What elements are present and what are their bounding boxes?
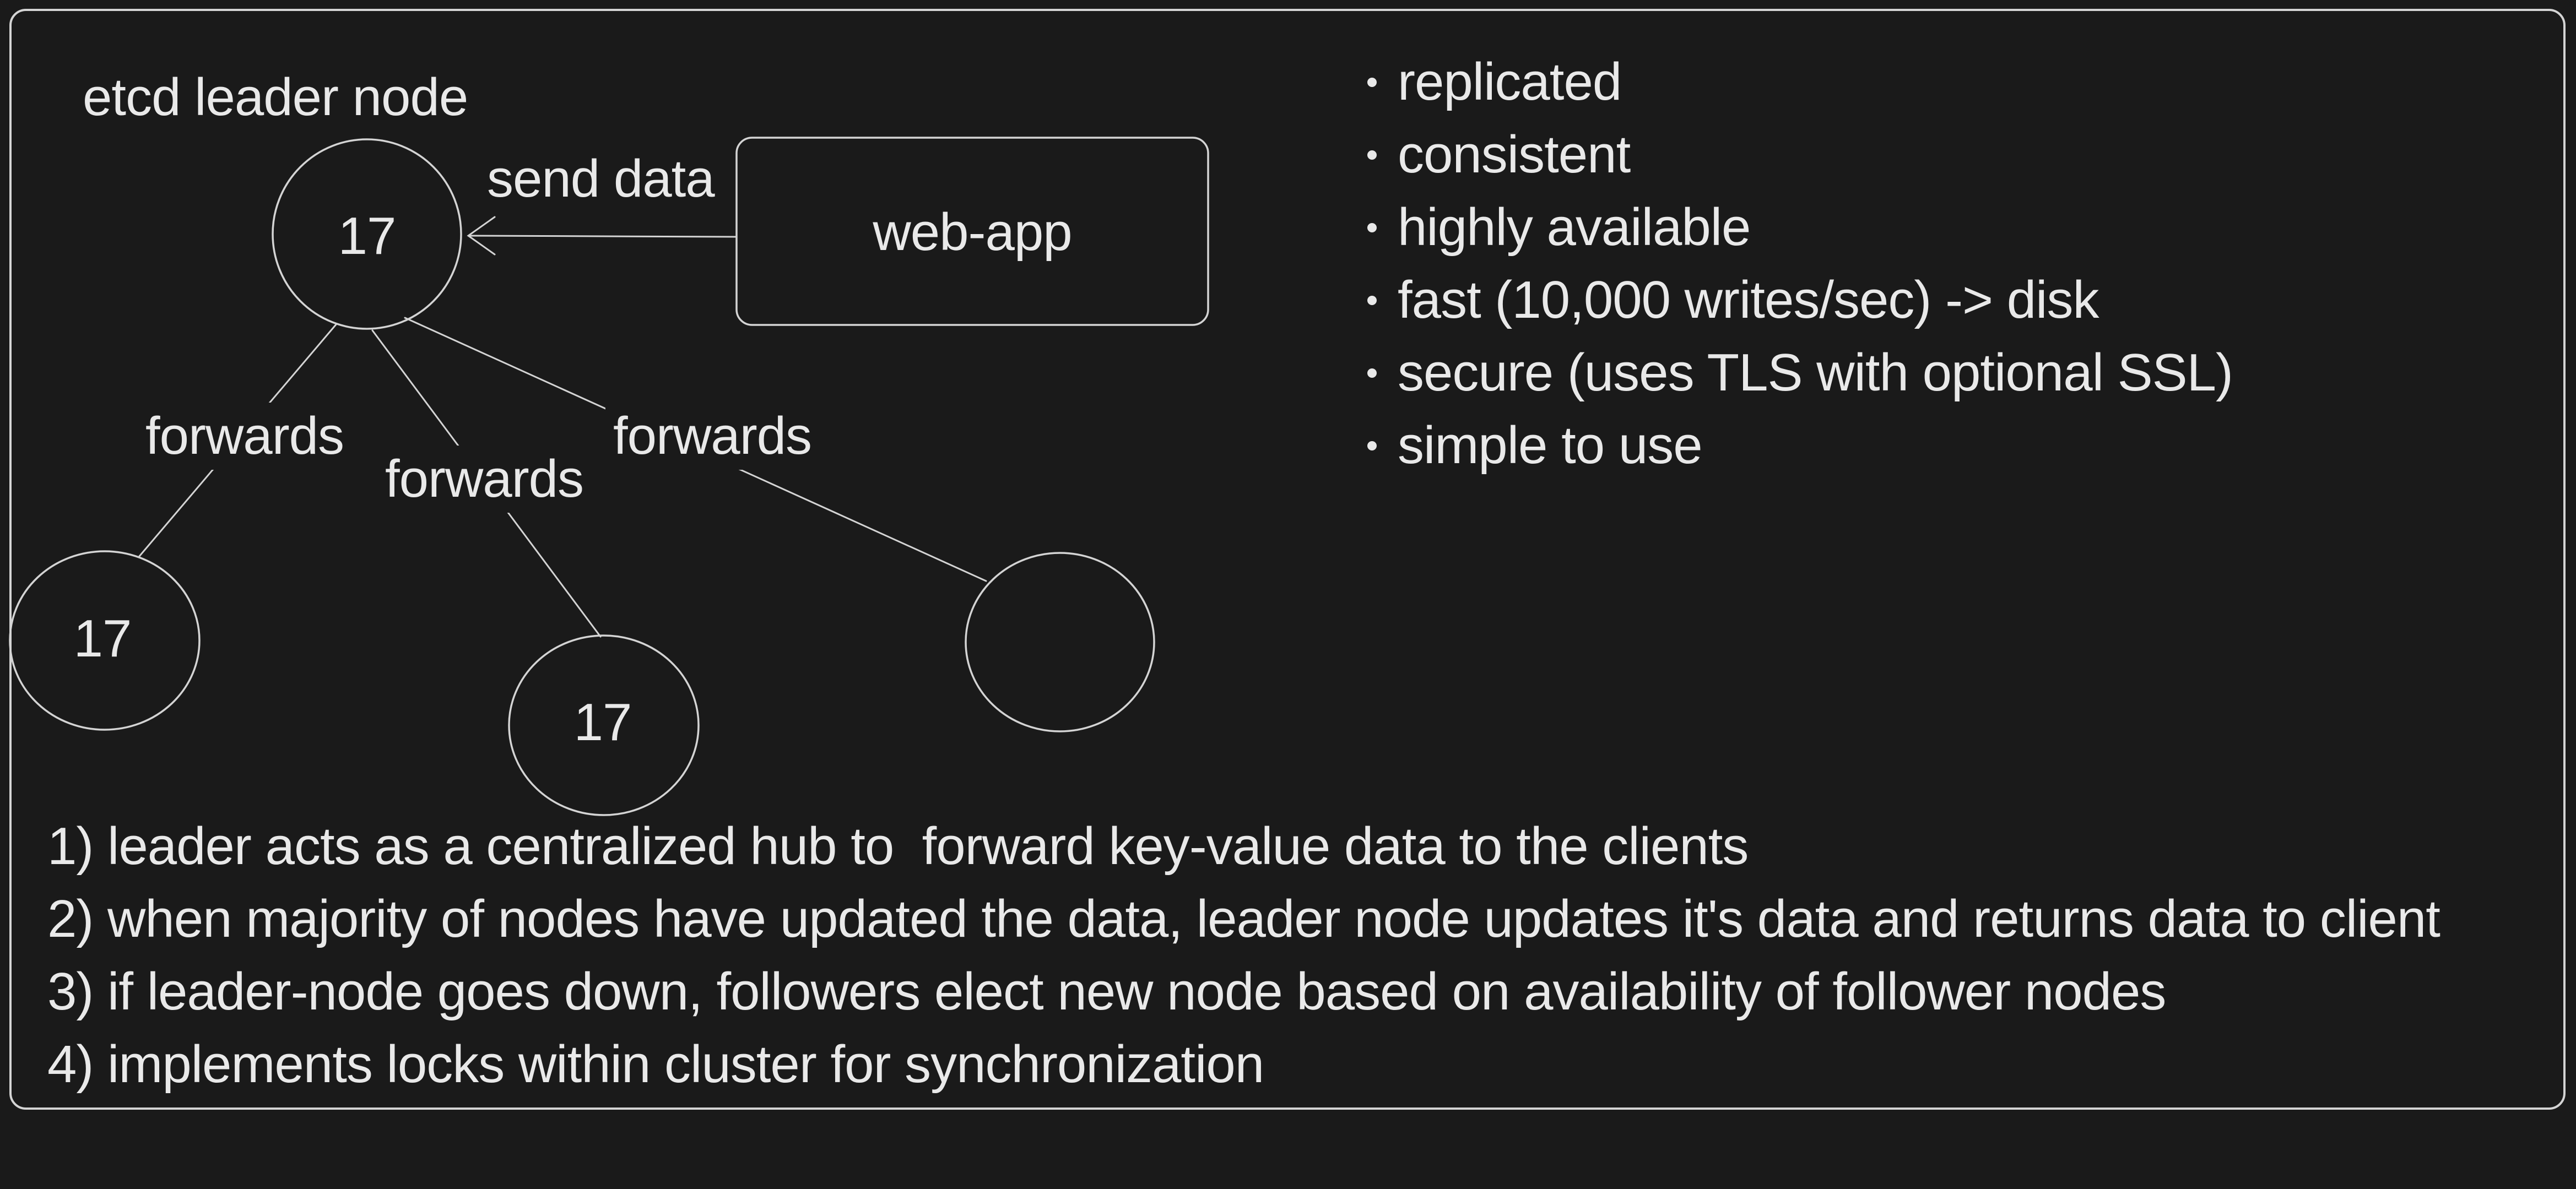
bullet-dot-icon (1367, 77, 1377, 87)
follower-circle-right (965, 552, 1155, 732)
feature-list: replicated consistent highly available f… (1367, 46, 2233, 482)
feature-item: replicated (1367, 46, 2233, 118)
send-data-arrow-shaft (468, 235, 738, 238)
feature-text: simple to use (1398, 416, 1703, 475)
note-line: 4) implements locks within cluster for s… (47, 1035, 1264, 1094)
leader-node-value: 17 (338, 207, 397, 265)
note-line: 1) leader acts as a centralized hub to f… (47, 817, 1749, 876)
feature-item: highly available (1367, 191, 2233, 264)
send-data-label: send data (487, 149, 715, 208)
feature-item: fast (10,000 writes/sec) -> disk (1367, 264, 2233, 336)
forwards-label-left: forwards (137, 403, 352, 470)
notes-list: 1) leader acts as a centralized hub to f… (47, 810, 2440, 1101)
feature-text: highly available (1398, 198, 1751, 257)
leader-caption: etcd leader node (83, 68, 468, 127)
feature-item: secure (uses TLS with optional SSL) (1367, 336, 2233, 409)
note-line: 3) if leader-node goes down, followers e… (47, 962, 2166, 1021)
bullet-dot-icon (1367, 368, 1377, 378)
bullet-dot-icon (1367, 222, 1377, 232)
follower-circle-left (9, 550, 201, 731)
bullet-dot-icon (1367, 441, 1377, 450)
feature-text: consistent (1398, 125, 1631, 184)
feature-item: consistent (1367, 118, 2233, 191)
send-data-arrow-head (467, 216, 496, 256)
follower-value-middle: 17 (573, 693, 632, 752)
webapp-label: web-app (873, 203, 1072, 262)
bullet-dot-icon (1367, 295, 1377, 305)
follower-value-left: 17 (73, 609, 132, 668)
bullet-dot-icon (1367, 150, 1377, 160)
feature-text: fast (10,000 writes/sec) -> disk (1398, 270, 2099, 329)
forwards-label-right: forwards (605, 403, 820, 470)
note-line: 2) when majority of nodes have updated t… (47, 889, 2440, 948)
feature-text: secure (uses TLS with optional SSL) (1398, 343, 2233, 402)
leader-node-circle (272, 138, 462, 330)
forwards-label-middle: forwards (377, 446, 592, 513)
feature-item: simple to use (1367, 409, 2233, 482)
feature-text: replicated (1398, 52, 1622, 111)
outer-frame (9, 9, 2566, 1110)
webapp-box (735, 137, 1209, 326)
follower-circle-middle (508, 634, 700, 816)
